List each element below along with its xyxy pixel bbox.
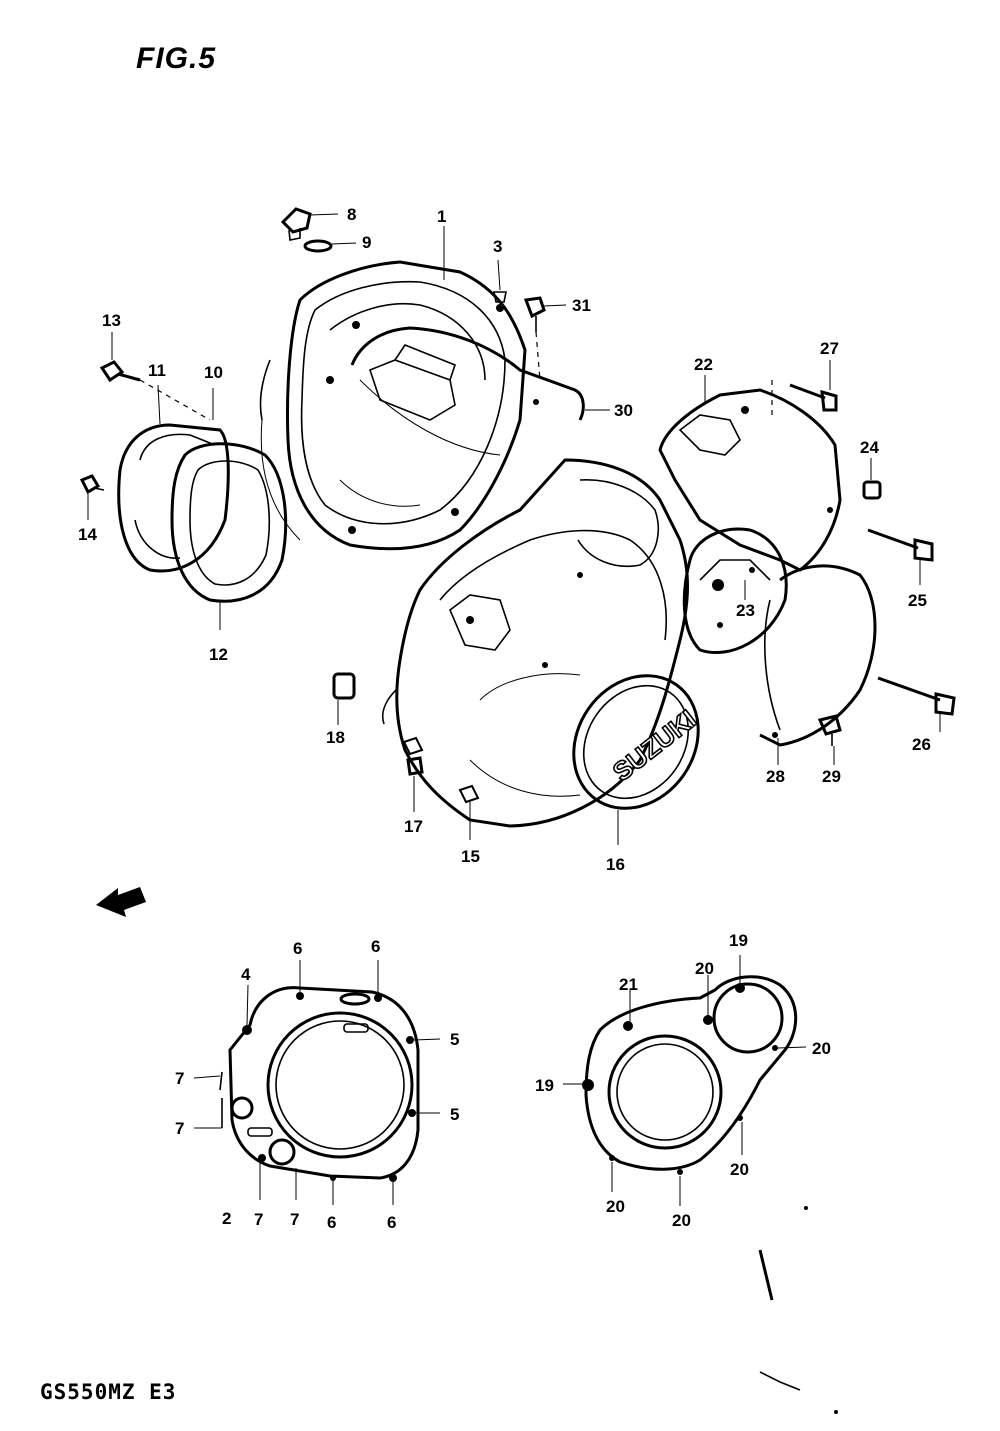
callout-8: 8 — [347, 205, 356, 224]
callout-16: 16 — [606, 855, 625, 874]
gasket-part-12 — [170, 388, 288, 630]
callout-6-bottom-left: 6 — [327, 1213, 336, 1232]
callout-22: 22 — [694, 355, 713, 374]
sprocket-cover-part-23 — [682, 527, 788, 655]
figure-title: FIG.5 — [136, 42, 217, 75]
callout-19-left: 19 — [535, 1076, 554, 1095]
oil-baffle-part-30 — [350, 326, 610, 456]
callout-12: 12 — [209, 645, 228, 664]
callout-6-top-right: 6 — [371, 937, 380, 956]
generator-cover-part-15 — [381, 458, 689, 840]
callout-28: 28 — [766, 767, 785, 786]
callout-3: 3 — [493, 237, 502, 256]
callout-5-lower: 5 — [450, 1105, 459, 1124]
generator-cover-gasket-group — [563, 955, 807, 1206]
pin-part-17 — [406, 756, 424, 812]
callout-7-lower: 7 — [175, 1119, 184, 1138]
callout-29: 29 — [822, 767, 841, 786]
callout-13: 13 — [102, 311, 121, 330]
screw-part-13 — [99, 332, 211, 421]
dowel-pin-part-3 — [493, 259, 507, 303]
scan-marks — [758, 1206, 838, 1414]
bolt-part-29 — [817, 714, 842, 765]
callout-20-lower-right: 20 — [730, 1160, 749, 1179]
generator-cover-part-22 — [658, 375, 842, 572]
callout-17: 17 — [404, 817, 423, 836]
emblem-part-16: SUZUKI — [572, 674, 703, 845]
callout-6-bottom-right: 6 — [387, 1213, 396, 1232]
callout-7-bottom-left: 7 — [254, 1210, 263, 1229]
callout-9: 9 — [362, 233, 371, 252]
callout-30: 30 — [614, 401, 633, 420]
callout-20-right: 20 — [812, 1039, 831, 1058]
callout-6-top-left: 6 — [293, 939, 302, 958]
bolt-part-26 — [877, 676, 956, 732]
callout-10: 10 — [204, 363, 223, 382]
callout-19-top: 19 — [729, 931, 748, 950]
bolt-part-27 — [789, 360, 838, 412]
clutch-cover-gasket-part-2 — [193, 960, 441, 1205]
callout-24: 24 — [860, 438, 879, 457]
callout-18: 18 — [326, 728, 345, 747]
callout-7-bottom-right: 7 — [290, 1210, 299, 1229]
filler-cap-part-8 — [280, 207, 339, 241]
callout-4: 4 — [241, 965, 251, 984]
inspection-cover-part-11 — [117, 384, 230, 573]
callout-20-bottom-left: 20 — [606, 1197, 625, 1216]
callout-15: 15 — [461, 847, 480, 866]
callout-2: 2 — [222, 1209, 231, 1228]
callout-25: 25 — [908, 591, 927, 610]
bolt-part-25 — [867, 528, 934, 585]
callout-20-bottom-right: 20 — [672, 1211, 691, 1230]
clutch-cover-case-part-1 — [259, 226, 527, 551]
callout-7-upper: 7 — [175, 1069, 184, 1088]
callout-27: 27 — [820, 339, 839, 358]
model-code: GS550MZ E3 — [40, 1380, 177, 1404]
callout-20-top: 20 — [695, 959, 714, 978]
emblem-logo-text: SUZUKI — [607, 704, 702, 787]
callout-31: 31 — [572, 296, 591, 315]
bolt-part-31 — [523, 296, 567, 381]
callout-14: 14 — [78, 525, 97, 544]
dowel-part-18 — [332, 672, 356, 725]
callout-26: 26 — [912, 735, 931, 754]
collar-part-24 — [862, 458, 882, 500]
callout-1: 1 — [437, 207, 446, 226]
callout-23: 23 — [736, 601, 755, 620]
plug-part-14 — [79, 474, 105, 520]
cover-plate-part-28 — [759, 564, 877, 765]
callout-21: 21 — [619, 975, 638, 994]
callout-5-upper: 5 — [450, 1030, 459, 1049]
o-ring-part-9 — [303, 239, 357, 253]
callout-labels: 8 9 1 3 31 30 13 11 10 14 12 22 27 24 25… — [78, 205, 931, 1232]
callout-11: 11 — [148, 361, 166, 380]
front-direction-arrow-icon — [96, 887, 146, 917]
